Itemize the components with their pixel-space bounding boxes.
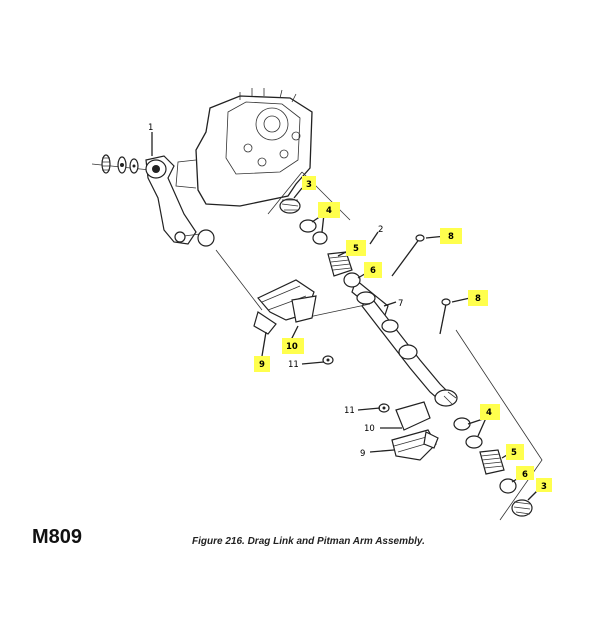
callout-5-lower: 5 <box>511 448 517 458</box>
callout-4-lower: 4 <box>486 408 492 418</box>
callout-9-left: 9 <box>259 360 265 370</box>
lower-end-parts <box>453 417 533 517</box>
callout-highlights <box>254 176 552 492</box>
pitman-shaft-nut-washers <box>91 154 151 174</box>
callout-6-lower: 6 <box>522 470 528 480</box>
callout-3-lower: 3 <box>541 482 547 492</box>
vehicle-model-label: M809 <box>32 526 83 548</box>
callout-6-upper: 6 <box>370 266 376 276</box>
callout-10-lower: 10 <box>364 424 375 434</box>
nut-parts <box>322 355 390 413</box>
callout-4-upper: 4 <box>326 206 332 216</box>
callout-8-lower: 8 <box>475 294 481 304</box>
assembly-brackets <box>215 171 543 521</box>
callout-10-left: 10 <box>286 342 298 352</box>
callout-11-left: 11 <box>288 360 299 370</box>
callout-7: 7 <box>398 299 403 309</box>
drag-link-body <box>351 278 458 407</box>
callout-8-upper: 8 <box>448 232 454 242</box>
dust-shield-lower <box>391 401 439 461</box>
callout-1: 1 <box>148 123 153 133</box>
callout-5-upper: 5 <box>353 244 359 254</box>
callout-2: 2 <box>378 225 383 235</box>
callout-11-lower: 11 <box>344 406 355 416</box>
callout-3-upper: 3 <box>306 180 312 190</box>
callout-labels: 1 2 3 4 5 6 7 8 8 9 10 11 11 10 9 4 5 6 … <box>148 123 547 492</box>
steering-gear-housing <box>175 88 313 207</box>
figure-caption: Figure 216. Drag Link and Pitman Arm Ass… <box>192 536 425 547</box>
pitman-arm <box>145 155 215 247</box>
callout-9-lower: 9 <box>360 449 365 459</box>
upper-end-parts <box>279 198 451 335</box>
dust-shield-left <box>253 279 317 335</box>
